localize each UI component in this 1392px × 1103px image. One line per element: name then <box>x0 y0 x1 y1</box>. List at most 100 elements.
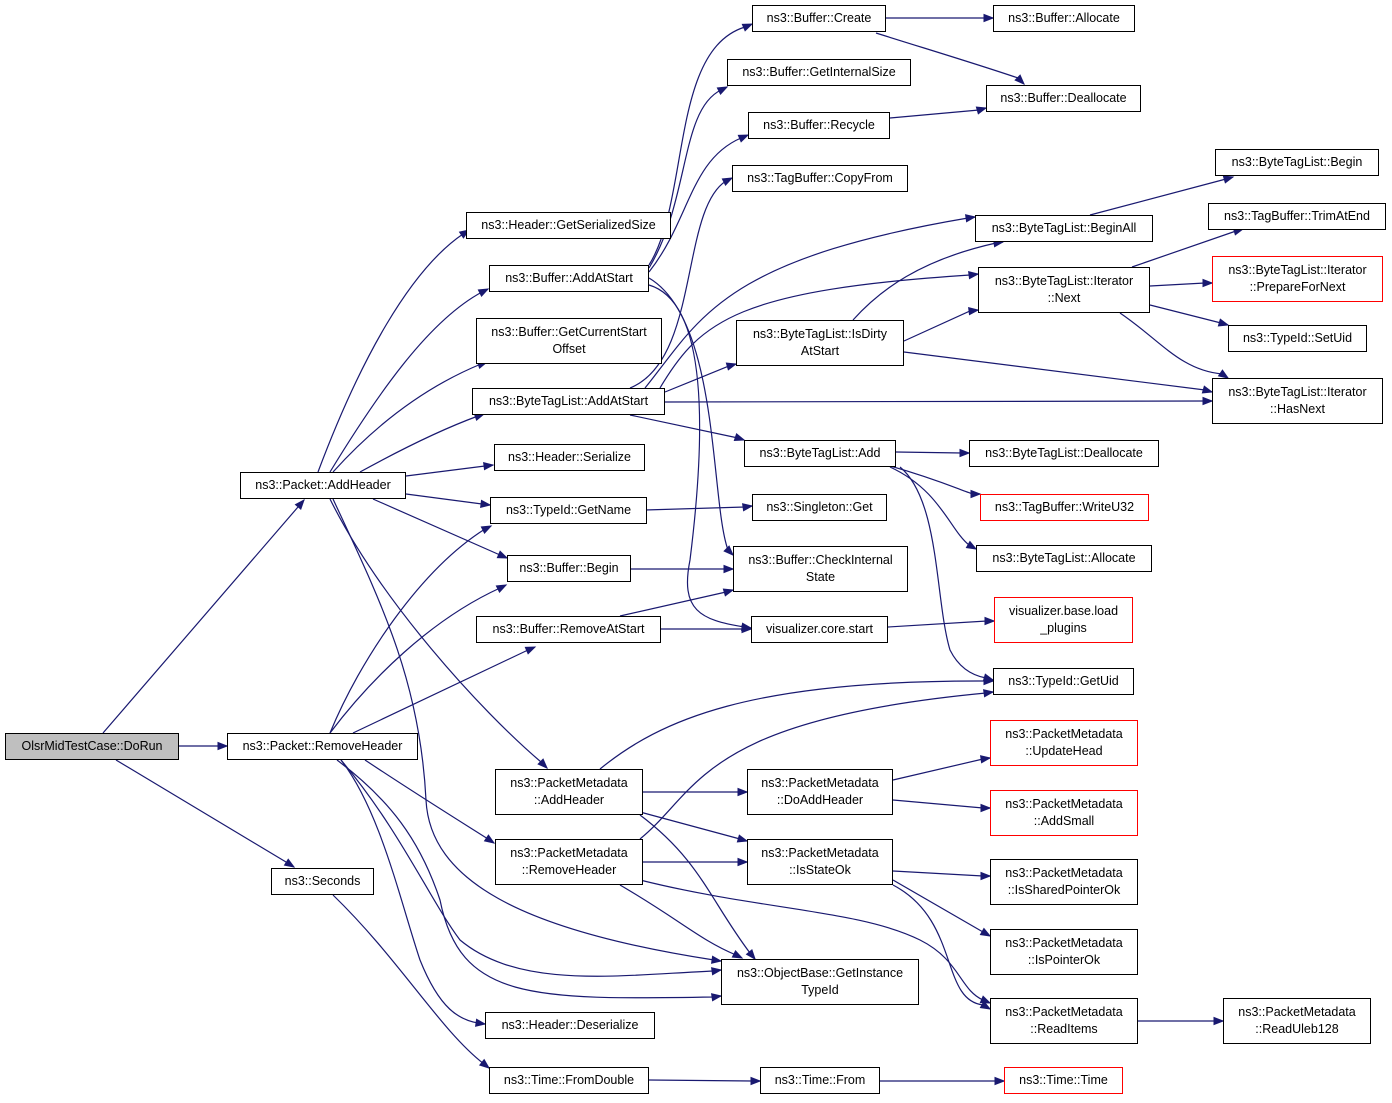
node-singleton-get[interactable]: ns3::Singleton::Get <box>752 494 887 521</box>
node-buffer-create[interactable]: ns3::Buffer::Create <box>752 5 886 32</box>
node-packetmetadata-addheader[interactable]: ns3::PacketMetadata::AddHeader <box>495 769 643 815</box>
call-edge-arrowhead <box>480 499 492 509</box>
node-bytetaglist-iterator-preparefornext[interactable]: ns3::ByteTagList::Iterator::PrepareForNe… <box>1212 256 1383 302</box>
call-edge <box>102 499 305 734</box>
node-tagbuffer-copyfrom[interactable]: ns3::TagBuffer::CopyFrom <box>732 165 908 192</box>
call-edge <box>336 759 722 999</box>
node-bytetaglist-beginall[interactable]: ns3::ByteTagList::BeginAll <box>975 215 1153 242</box>
call-edge <box>648 86 728 269</box>
call-edge-arrowhead <box>731 949 744 959</box>
call-edge <box>340 759 722 977</box>
call-edge <box>889 107 987 119</box>
call-edge <box>405 464 494 477</box>
node-time-from[interactable]: ns3::Time::From <box>760 1067 880 1094</box>
call-edge <box>364 759 495 844</box>
node-buffer-removeatstart[interactable]: ns3::Buffer::RemoveAtStart <box>476 616 661 643</box>
node-tagbuffer-trimatend[interactable]: ns3::TagBuffer::TrimAtEnd <box>1208 203 1386 230</box>
node-buffer-allocate[interactable]: ns3::Buffer::Allocate <box>993 5 1135 32</box>
call-edge <box>903 351 1213 393</box>
node-seconds[interactable]: ns3::Seconds <box>271 868 374 895</box>
node-packetmetadata-doaddheader[interactable]: ns3::PacketMetadata::DoAddHeader <box>747 769 893 815</box>
node-packetmetadata-readuleb128[interactable]: ns3::PacketMetadata::ReadUleb128 <box>1223 998 1371 1044</box>
node-bytetaglist-iterator-next[interactable]: ns3::ByteTagList::Iterator::Next <box>978 267 1150 313</box>
call-edge <box>1119 312 1229 379</box>
node-header-deserialize[interactable]: ns3::Header::Deserialize <box>485 1012 655 1039</box>
call-edge-arrowhead <box>980 803 992 813</box>
call-edge <box>875 32 1025 85</box>
call-edge <box>332 361 488 473</box>
node-visualizer-base-load-plugins[interactable]: visualizer.base.load_plugins <box>994 597 1133 643</box>
node-bytetaglist-deallocate[interactable]: ns3::ByteTagList::Deallocate <box>969 440 1159 467</box>
call-edge-arrowhead <box>483 834 496 844</box>
node-packetmetadata-isstateok[interactable]: ns3::PacketMetadata::IsStateOk <box>747 839 893 885</box>
call-edge <box>892 884 991 1010</box>
node-typeid-setuid[interactable]: ns3::TypeId::SetUid <box>1228 325 1367 352</box>
call-edge-arrowhead <box>1217 369 1230 379</box>
call-edge <box>659 273 979 389</box>
call-edge <box>629 414 745 441</box>
call-edge-arrowhead <box>723 545 734 556</box>
call-edge <box>332 894 490 1069</box>
node-header-serialize[interactable]: ns3::Header::Serialize <box>494 444 645 471</box>
call-edge <box>889 466 977 550</box>
node-bytetaglist-allocate[interactable]: ns3::ByteTagList::Allocate <box>976 545 1152 572</box>
node-time-fromdouble[interactable]: ns3::Time::FromDouble <box>489 1067 649 1094</box>
call-edge <box>648 134 749 273</box>
node-packetmetadata-issharedpointerok[interactable]: ns3::PacketMetadata::IsSharedPointerOk <box>990 859 1138 905</box>
node-packetmetadata-removeheader[interactable]: ns3::PacketMetadata::RemoveHeader <box>495 839 643 885</box>
node-tagbuffer-writeu32[interactable]: ns3::TagBuffer::WriteU32 <box>980 494 1149 521</box>
call-edge-arrowhead <box>959 448 971 458</box>
node-buffer-deallocate[interactable]: ns3::Buffer::Deallocate <box>986 85 1141 112</box>
node-packetmetadata-addsmall[interactable]: ns3::PacketMetadata::AddSmall <box>990 790 1138 836</box>
node-packet-addheader[interactable]: ns3::Packet::AddHeader <box>240 472 406 499</box>
node-typeid-getuid[interactable]: ns3::TypeId::GetUid <box>993 668 1134 695</box>
call-edge <box>648 1079 760 1082</box>
node-header-getserializedsize[interactable]: ns3::Header::GetSerializedSize <box>466 212 671 239</box>
call-edge-arrowhead <box>968 306 980 316</box>
node-bytetaglist-add[interactable]: ns3::ByteTagList::Add <box>744 440 896 467</box>
node-buffer-getinternalsize[interactable]: ns3::Buffer::GetInternalSize <box>727 59 911 86</box>
call-edge <box>329 288 489 473</box>
node-bytetaglist-begin[interactable]: ns3::ByteTagList::Begin <box>1215 149 1379 176</box>
call-edge-arrowhead <box>283 858 296 868</box>
node-visualizer-core-start[interactable]: visualizer.core.start <box>751 616 888 643</box>
node-typeid-getname[interactable]: ns3::TypeId::GetName <box>490 497 647 524</box>
node-packetmetadata-updatehead[interactable]: ns3::PacketMetadata::UpdateHead <box>990 720 1138 766</box>
node-packetmetadata-ispointerok[interactable]: ns3::PacketMetadata::IsPointerOk <box>990 929 1138 975</box>
call-edge-arrowhead <box>496 550 509 559</box>
call-edge <box>852 241 1004 321</box>
call-edge <box>329 584 507 734</box>
node-packet-removeheader[interactable]: ns3::Packet::RemoveHeader <box>227 733 418 760</box>
call-edge-arrowhead <box>710 967 723 976</box>
node-packetmetadata-readitems[interactable]: ns3::PacketMetadata::ReadItems <box>990 998 1138 1044</box>
call-edge <box>639 811 748 842</box>
node-bytetaglist-iterator-hasnext[interactable]: ns3::ByteTagList::Iterator::HasNext <box>1212 378 1383 424</box>
call-edge-arrowhead <box>1213 1016 1225 1026</box>
call-edge-arrowhead <box>970 489 982 499</box>
node-bytetaglist-addatstart[interactable]: ns3::ByteTagList::AddAtStart <box>472 388 665 415</box>
node-buffer-recycle[interactable]: ns3::Buffer::Recycle <box>748 112 890 139</box>
call-edge-arrowhead <box>979 1000 992 1010</box>
call-edge <box>352 646 536 734</box>
node-olsrmidtestcase-dorun: OlsrMidTestCase::DoRun <box>5 733 179 760</box>
call-edge <box>1149 304 1229 326</box>
call-edge <box>115 759 295 868</box>
call-edge <box>895 451 969 454</box>
call-edge <box>405 493 491 506</box>
call-edge-arrowhead <box>710 993 723 1002</box>
node-buffer-addatstart[interactable]: ns3::Buffer::AddAtStart <box>489 265 649 292</box>
call-edge <box>340 759 486 1025</box>
call-edge-arrowhead <box>217 741 229 751</box>
call-edge <box>599 680 993 770</box>
call-edge-arrowhead <box>710 955 723 964</box>
node-buffer-begin[interactable]: ns3::Buffer::Begin <box>507 555 631 582</box>
call-edge <box>892 870 990 877</box>
call-edge-arrowhead <box>741 23 754 32</box>
node-time-time[interactable]: ns3::Time::Time <box>1004 1067 1123 1094</box>
